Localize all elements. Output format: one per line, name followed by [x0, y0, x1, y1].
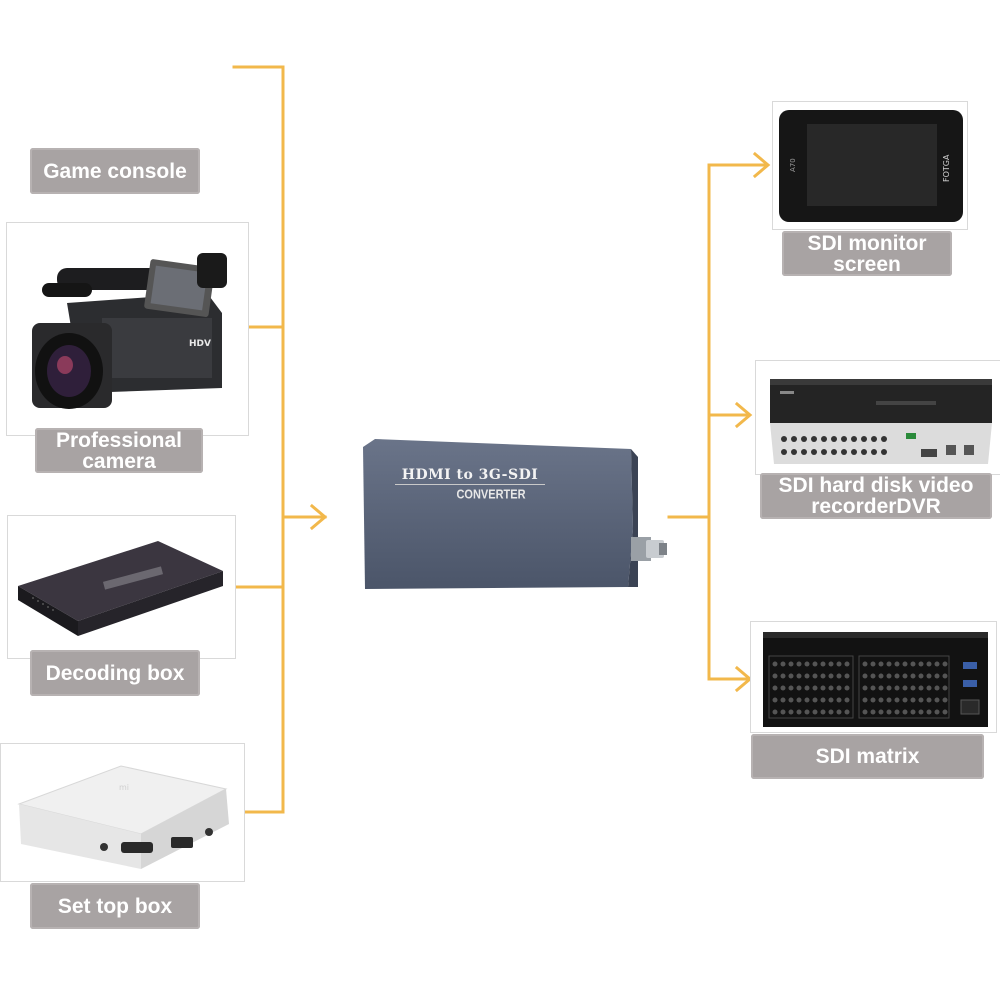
svg-text:A70: A70: [789, 158, 797, 172]
monitor-brand-text: FOTGA: [942, 154, 951, 182]
camcorder-icon: HDV: [32, 253, 227, 409]
svg-text:mi: mi: [119, 783, 129, 792]
arrow-to-monitor: [752, 151, 771, 179]
professional-camera-label: Professional camera: [35, 428, 203, 473]
converter-device: HDMI to 3G-SDI CONVERTER: [363, 437, 668, 593]
set-top-box-image: mi: [0, 743, 245, 882]
sdi-monitor-image: A70 FOTGA: [772, 101, 968, 230]
svg-text:HDV: HDV: [189, 339, 211, 349]
converter-subtitle: CONVERTER: [456, 487, 526, 503]
matrix-icon: [763, 632, 988, 727]
monitor-icon: A70 FOTGA: [779, 110, 963, 222]
professional-camera-image: HDV: [6, 222, 249, 436]
decoding-box-icon: [18, 541, 223, 636]
sdi-matrix-image: [750, 621, 997, 733]
set-top-box-icon: mi: [17, 765, 229, 869]
decoding-box-image: [7, 515, 236, 659]
sdi-dvr-label: SDI hard disk video recorderDVR: [760, 473, 992, 519]
dvr-icon: [770, 379, 992, 464]
converter-device-body: [363, 439, 667, 589]
decoding-box-label: Decoding box: [30, 650, 200, 696]
arrow-to-dvr: [734, 401, 753, 429]
sdi-monitor-label: SDI monitor screen: [782, 231, 952, 276]
set-top-box-label: Set top box: [30, 883, 200, 929]
sdi-matrix-label: SDI matrix: [751, 734, 984, 779]
arrow-to-converter: [309, 503, 328, 531]
converter-title: HDMI to 3G-SDI: [395, 467, 545, 485]
game-console-label: Game console: [30, 148, 200, 194]
sdi-dvr-image: [755, 360, 1000, 475]
